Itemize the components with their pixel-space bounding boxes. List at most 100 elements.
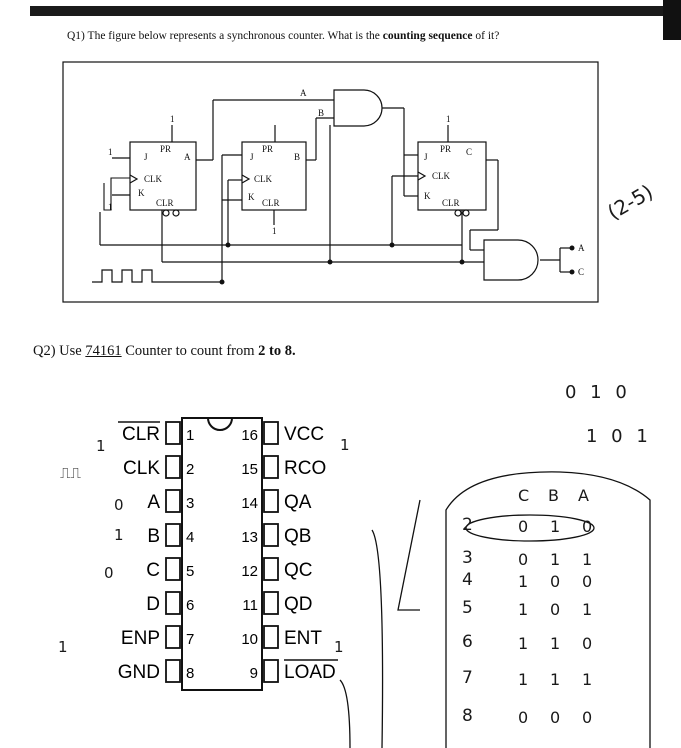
flip-flop-1 xyxy=(129,141,197,211)
ic-pin-number: 10 xyxy=(241,631,258,648)
ff3-output-label: C xyxy=(466,147,472,157)
truth-table-row-number: 3 xyxy=(462,548,473,568)
output-a-label: A xyxy=(578,243,585,253)
ic-body xyxy=(181,417,263,691)
page-corner-shadow xyxy=(663,0,681,40)
handwritten-mark-clk: ⎍⎍ xyxy=(60,464,82,482)
ic-pin-3 xyxy=(165,489,181,513)
handwritten-second-bits: 1 0 1 xyxy=(586,426,652,447)
ic-pin-7 xyxy=(165,625,181,649)
truth-table-bit: 1 xyxy=(582,670,593,689)
ic-pin-label: D xyxy=(146,594,160,615)
ic-notch xyxy=(207,417,233,431)
truth-table-bit: 1 xyxy=(518,572,529,591)
and-gate-bottom xyxy=(483,239,539,281)
ff1-j-one: 1 xyxy=(108,147,113,157)
wire-b-label: B xyxy=(318,108,324,118)
ff1-pr-one: 1 xyxy=(170,114,175,124)
truth-table-bit: 1 xyxy=(582,550,593,569)
truth-table-bit: 1 xyxy=(550,550,561,569)
truth-table-header: B xyxy=(548,486,559,505)
handwritten-mark-a: 0 xyxy=(114,496,124,514)
ic-pin-number: 3 xyxy=(186,495,194,512)
and-gate-top xyxy=(333,89,383,127)
truth-table-header: A xyxy=(578,486,589,505)
truth-table-bit: 1 xyxy=(518,670,529,689)
ff3-pr-label: PR xyxy=(440,144,451,154)
truth-table-bit: 0 xyxy=(582,708,593,727)
ic-pin-16 xyxy=(263,421,279,445)
ic-pin-label: VCC xyxy=(284,424,324,445)
ic-pin-9 xyxy=(263,659,279,683)
ff2-output-label: B xyxy=(294,152,300,162)
handwritten-mark-enp: 1 xyxy=(58,638,68,656)
ic-pin-number: 13 xyxy=(241,529,258,546)
truth-table-row-number: 5 xyxy=(462,598,473,618)
truth-table-bit: 1 xyxy=(550,634,561,653)
handwritten-mark-c: 0 xyxy=(104,564,114,582)
ic-pin-label: CLK xyxy=(123,458,160,479)
ic-pin-6 xyxy=(165,591,181,615)
truth-table-row-number: 2 xyxy=(462,515,473,535)
truth-table-bit: 0 xyxy=(550,600,561,619)
truth-table-bit: 1 xyxy=(518,634,529,653)
ff1-j-label: J xyxy=(144,152,148,162)
ff1-k-one: 1 xyxy=(108,202,113,212)
ff2-k-label: K xyxy=(248,192,255,202)
start-row-highlight xyxy=(465,514,595,542)
ic-pin-number: 9 xyxy=(250,665,258,682)
ff2-clr-label: CLR xyxy=(262,198,280,208)
truth-table-bit: 0 xyxy=(582,634,593,653)
ic-pin-13 xyxy=(263,523,279,547)
ic-pin-label: C xyxy=(146,560,160,581)
ff1-clr-label: CLR xyxy=(156,198,174,208)
handwritten-top-bits: 0 1 0 xyxy=(565,382,631,403)
truth-table-bit: 1 xyxy=(550,517,561,536)
truth-table-row-number: 6 xyxy=(462,632,473,652)
counter-circuit-diagram: PR J K CLK CLR A PR J K CLK CLR B PR J K… xyxy=(62,61,599,303)
ic-pin-number: 6 xyxy=(186,597,194,614)
ic-pin-5 xyxy=(165,557,181,581)
ff2-pr-label: PR xyxy=(262,144,273,154)
ff3-j-label: J xyxy=(424,152,428,162)
ic-pin-label: LOAD xyxy=(284,662,336,683)
output-c-label: C xyxy=(578,267,584,277)
handwritten-mark-b: 1 xyxy=(114,526,124,544)
ic-pin-number: 7 xyxy=(186,631,194,648)
ic-pin-label: GND xyxy=(118,662,160,683)
ff2-clr-one: 1 xyxy=(272,226,277,236)
handwritten-mark-vcc: 1 xyxy=(340,436,350,454)
ic-pin-15 xyxy=(263,455,279,479)
ff3-clr-label: CLR xyxy=(442,198,460,208)
handwritten-mark-ent: 1 xyxy=(334,638,344,656)
ic-pin-10 xyxy=(263,625,279,649)
ic-pin-number: 8 xyxy=(186,665,194,682)
ic-pin-number: 14 xyxy=(241,495,258,512)
truth-table-bit: 0 xyxy=(582,572,593,591)
ic-pin-2 xyxy=(165,455,181,479)
ic-pin-label: QB xyxy=(284,526,311,547)
ic-pin-label: B xyxy=(147,526,160,547)
truth-table-bit: 0 xyxy=(518,708,529,727)
truth-table-bit: 0 xyxy=(518,517,529,536)
wire-a-label: A xyxy=(300,88,307,98)
truth-table-bit: 1 xyxy=(518,600,529,619)
ic-pin-label: CLR xyxy=(122,424,160,445)
question-2: Q2) Use 74161 Counter to count from 2 to… xyxy=(33,343,296,359)
ic-pin-4 xyxy=(165,523,181,547)
ic-pin-label: QD xyxy=(284,594,313,615)
ic-pin-11 xyxy=(263,591,279,615)
truth-table-row-number: 8 xyxy=(462,706,473,726)
ic-pin-8 xyxy=(165,659,181,683)
truth-table-bit: 1 xyxy=(582,600,593,619)
truth-table-header: C xyxy=(518,486,530,505)
ic-pin-number: 5 xyxy=(186,563,194,580)
page-top-edge xyxy=(30,6,681,16)
ff2-j-label: J xyxy=(250,152,254,162)
ff1-output-label: A xyxy=(184,152,191,162)
ff1-k-label: K xyxy=(138,188,145,198)
ic-pin-label: QC xyxy=(284,560,313,581)
ff3-pr-one: 1 xyxy=(446,114,451,124)
